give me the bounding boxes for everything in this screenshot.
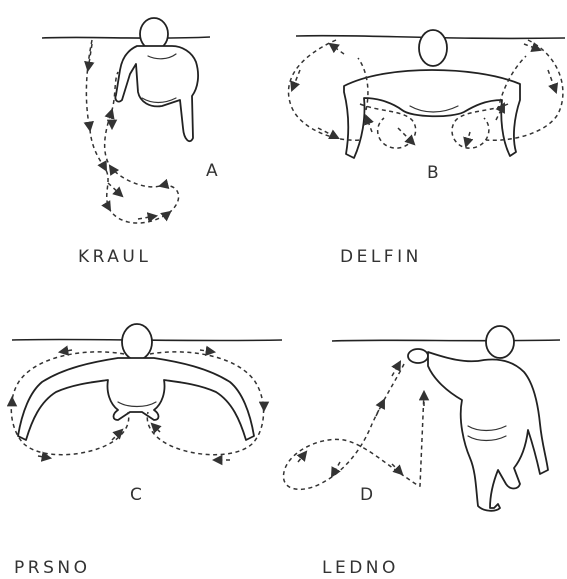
swimmer-a-figure <box>115 18 198 141</box>
panel-c-name: PRSNO <box>14 558 90 578</box>
panel-a-letter: A <box>206 161 218 181</box>
panel-d-name: LEDNO <box>322 558 399 578</box>
swimmer-b-figure <box>344 30 520 158</box>
waterline-d <box>332 340 560 341</box>
waterline-a <box>42 37 210 38</box>
stroke-path-d <box>283 364 424 489</box>
panel-b-name: DELFIN <box>340 247 422 267</box>
swimmer-c-figure <box>18 324 254 440</box>
panel-b-delfin: B <box>289 30 565 183</box>
panel-d-letter: D <box>360 485 373 505</box>
panel-b-letter: B <box>427 163 439 183</box>
panel-a-name: KRAUL <box>78 247 151 267</box>
panel-d: D <box>283 326 560 511</box>
swimmer-d-figure <box>408 326 548 511</box>
panel-a-kraul: A <box>42 18 218 223</box>
panel-c: C <box>11 324 282 505</box>
panel-c-letter: C <box>130 485 142 505</box>
